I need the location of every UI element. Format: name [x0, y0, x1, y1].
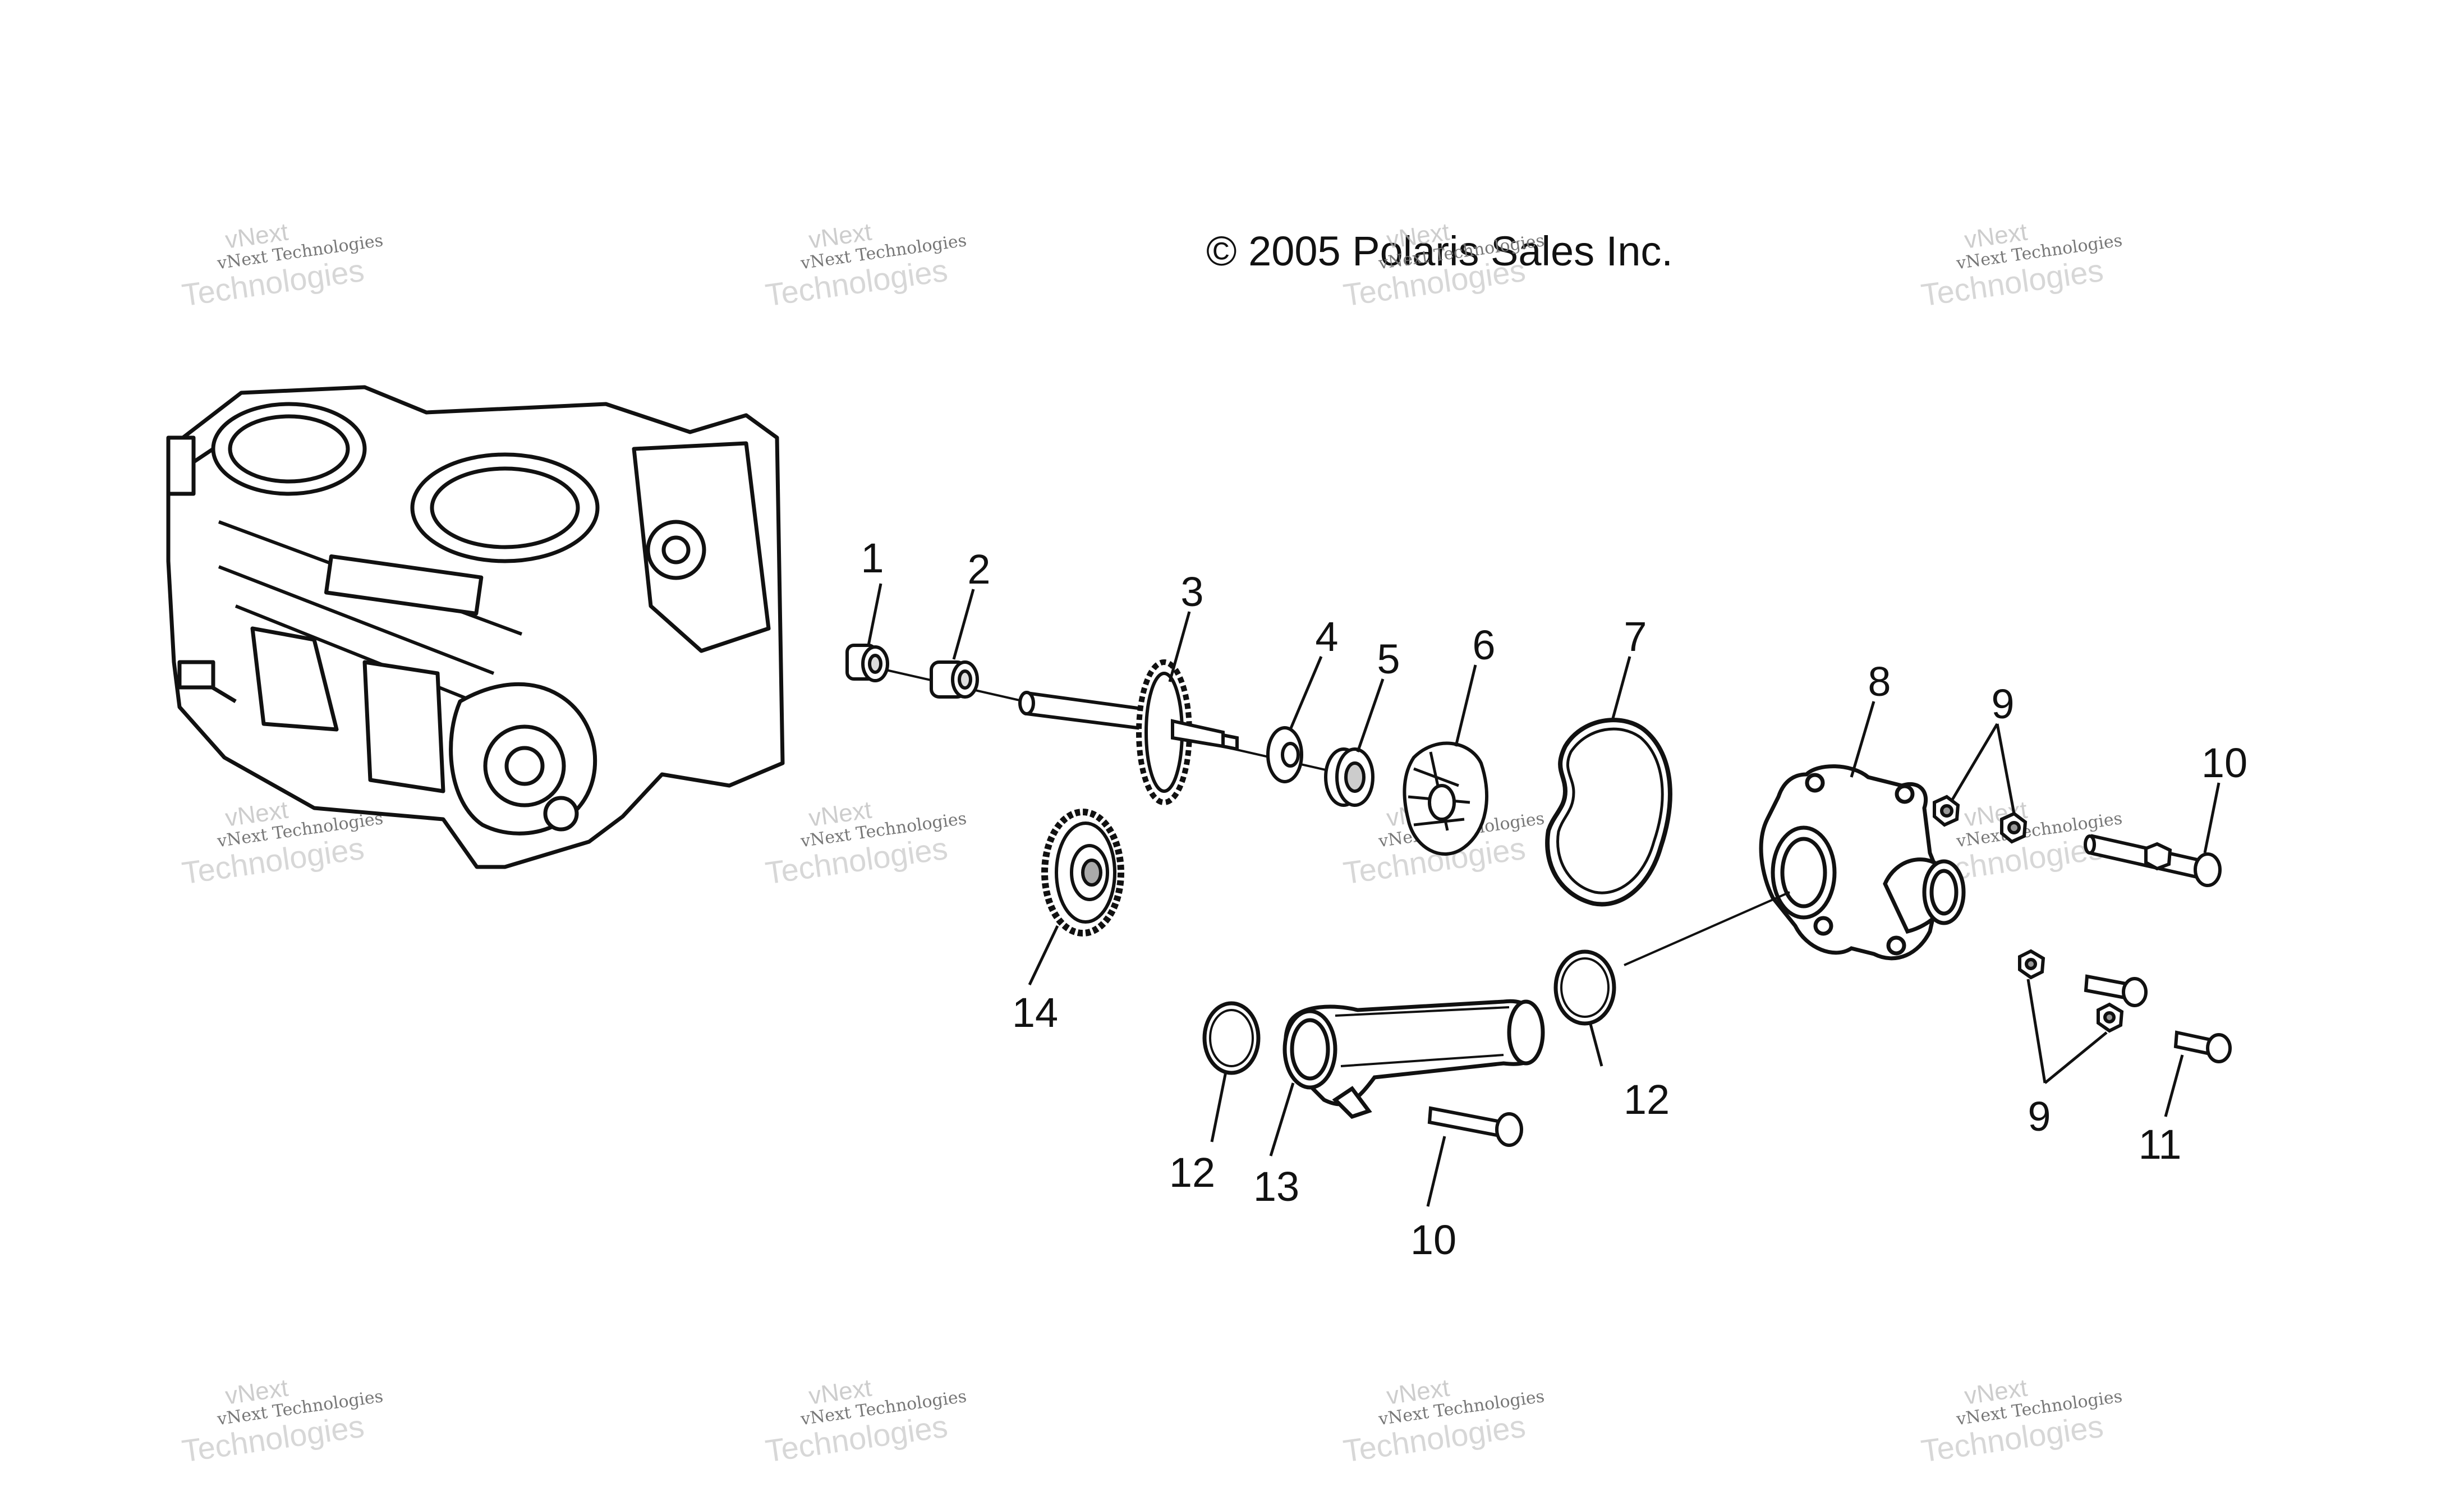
part-10-bolt-upper [2084, 834, 2222, 887]
part-8-pump-housing [1759, 764, 1966, 961]
callout-13: 13 [1253, 1163, 1299, 1210]
callout-2: 2 [967, 546, 990, 593]
callout-9-upper: 9 [1991, 681, 2014, 727]
leader-lines [867, 583, 2221, 1207]
part-10-bolt-lower [1427, 1106, 1523, 1147]
callout-12-left: 12 [1169, 1149, 1215, 1196]
callout-1: 1 [861, 535, 884, 581]
callout-4: 4 [1315, 613, 1338, 660]
part-11-bolt [2084, 974, 2232, 1063]
callout-9-lower: 9 [2028, 1093, 2051, 1140]
part-9-nut-lower [2018, 949, 2124, 1033]
part-4-washer [1266, 726, 1303, 783]
copyright-notice: © 2005 Polaris Sales Inc. [1206, 228, 1673, 274]
part-3-pump-shaft-gear [1018, 659, 1239, 805]
callout-8: 8 [1868, 658, 1891, 705]
callout-3: 3 [1180, 568, 1203, 615]
callout-10-lower: 10 [1410, 1217, 1456, 1263]
part-9-nut-upper [1933, 795, 2028, 844]
callout-10-upper: 10 [2201, 740, 2247, 786]
callout-6: 6 [1472, 622, 1495, 668]
callout-12-right: 12 [1624, 1076, 1670, 1123]
leader-line [1624, 891, 1790, 966]
engine-block-illustration [166, 385, 785, 869]
part-2-bushing [930, 660, 979, 699]
part-14-gear [1041, 809, 1124, 937]
part-12-o-ring [1202, 949, 1616, 1075]
part-6-impeller [1403, 741, 1488, 856]
callout-11: 11 [2139, 1121, 2182, 1168]
part-1-bushing [845, 644, 889, 682]
part-13-elbow [1282, 999, 1545, 1119]
callout-5: 5 [1377, 636, 1400, 682]
part-7-gasket [1545, 718, 1672, 907]
callout-14: 14 [1012, 989, 1058, 1036]
part-5-seal [1324, 747, 1374, 807]
callout-7: 7 [1624, 613, 1647, 660]
